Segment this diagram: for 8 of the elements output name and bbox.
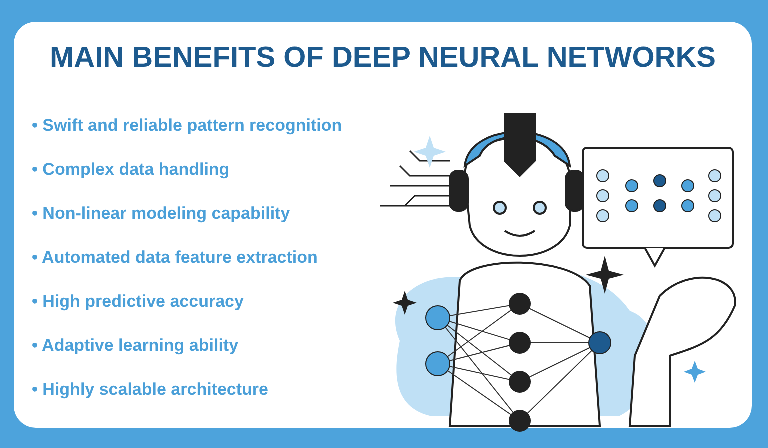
benefit-text: • Swift and reliable pattern recognition [32,116,342,135]
benefit-text: • Automated data feature extraction [32,248,318,267]
benefit-text: • Non-linear modeling capability [32,204,290,223]
benefit-text: • Adaptive learning ability [32,336,239,355]
benefit-text: • High predictive accuracy [32,292,244,311]
title: MAIN BENEFITS OF DEEP NEURAL NETWORKS [49,42,717,75]
benefit-text: • Highly scalable architecture [32,380,268,399]
benefit-text: • Complex data handling [32,160,230,179]
